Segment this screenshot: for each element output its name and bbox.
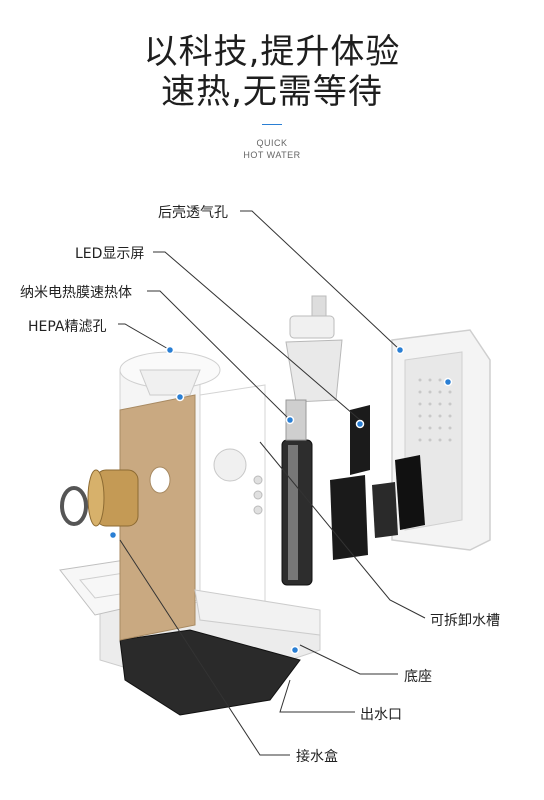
leader-lines — [118, 210, 426, 756]
heater-tube — [281, 399, 313, 586]
label-water-outlet: 出水口 — [360, 707, 402, 723]
subtitle-hot-water: HOT WATER — [243, 150, 301, 160]
control-board — [330, 405, 425, 560]
headline-line-2: 速热,无需等待 — [161, 72, 383, 112]
main-body — [119, 351, 321, 641]
headline-line-1: 以科技,提升体验 — [143, 32, 401, 72]
brass-outlet — [60, 469, 139, 527]
label-removable-tank: 可拆卸水槽 — [430, 613, 500, 629]
accent-divider — [262, 124, 282, 125]
label-drip-tray: 接水盒 — [296, 749, 338, 765]
label-rear-vent: 后壳透气孔 — [158, 205, 228, 221]
label-nano-heater: 纳米电热膜速热体 — [20, 285, 132, 301]
label-base: 底座 — [404, 669, 432, 685]
subtitle-quick: QUICK — [256, 138, 288, 148]
label-led-screen: LED显示屏 — [75, 246, 145, 262]
hotspots — [108, 345, 453, 655]
label-hepa-filter: HEPA精滤孔 — [28, 319, 107, 335]
water-tank — [285, 295, 343, 403]
